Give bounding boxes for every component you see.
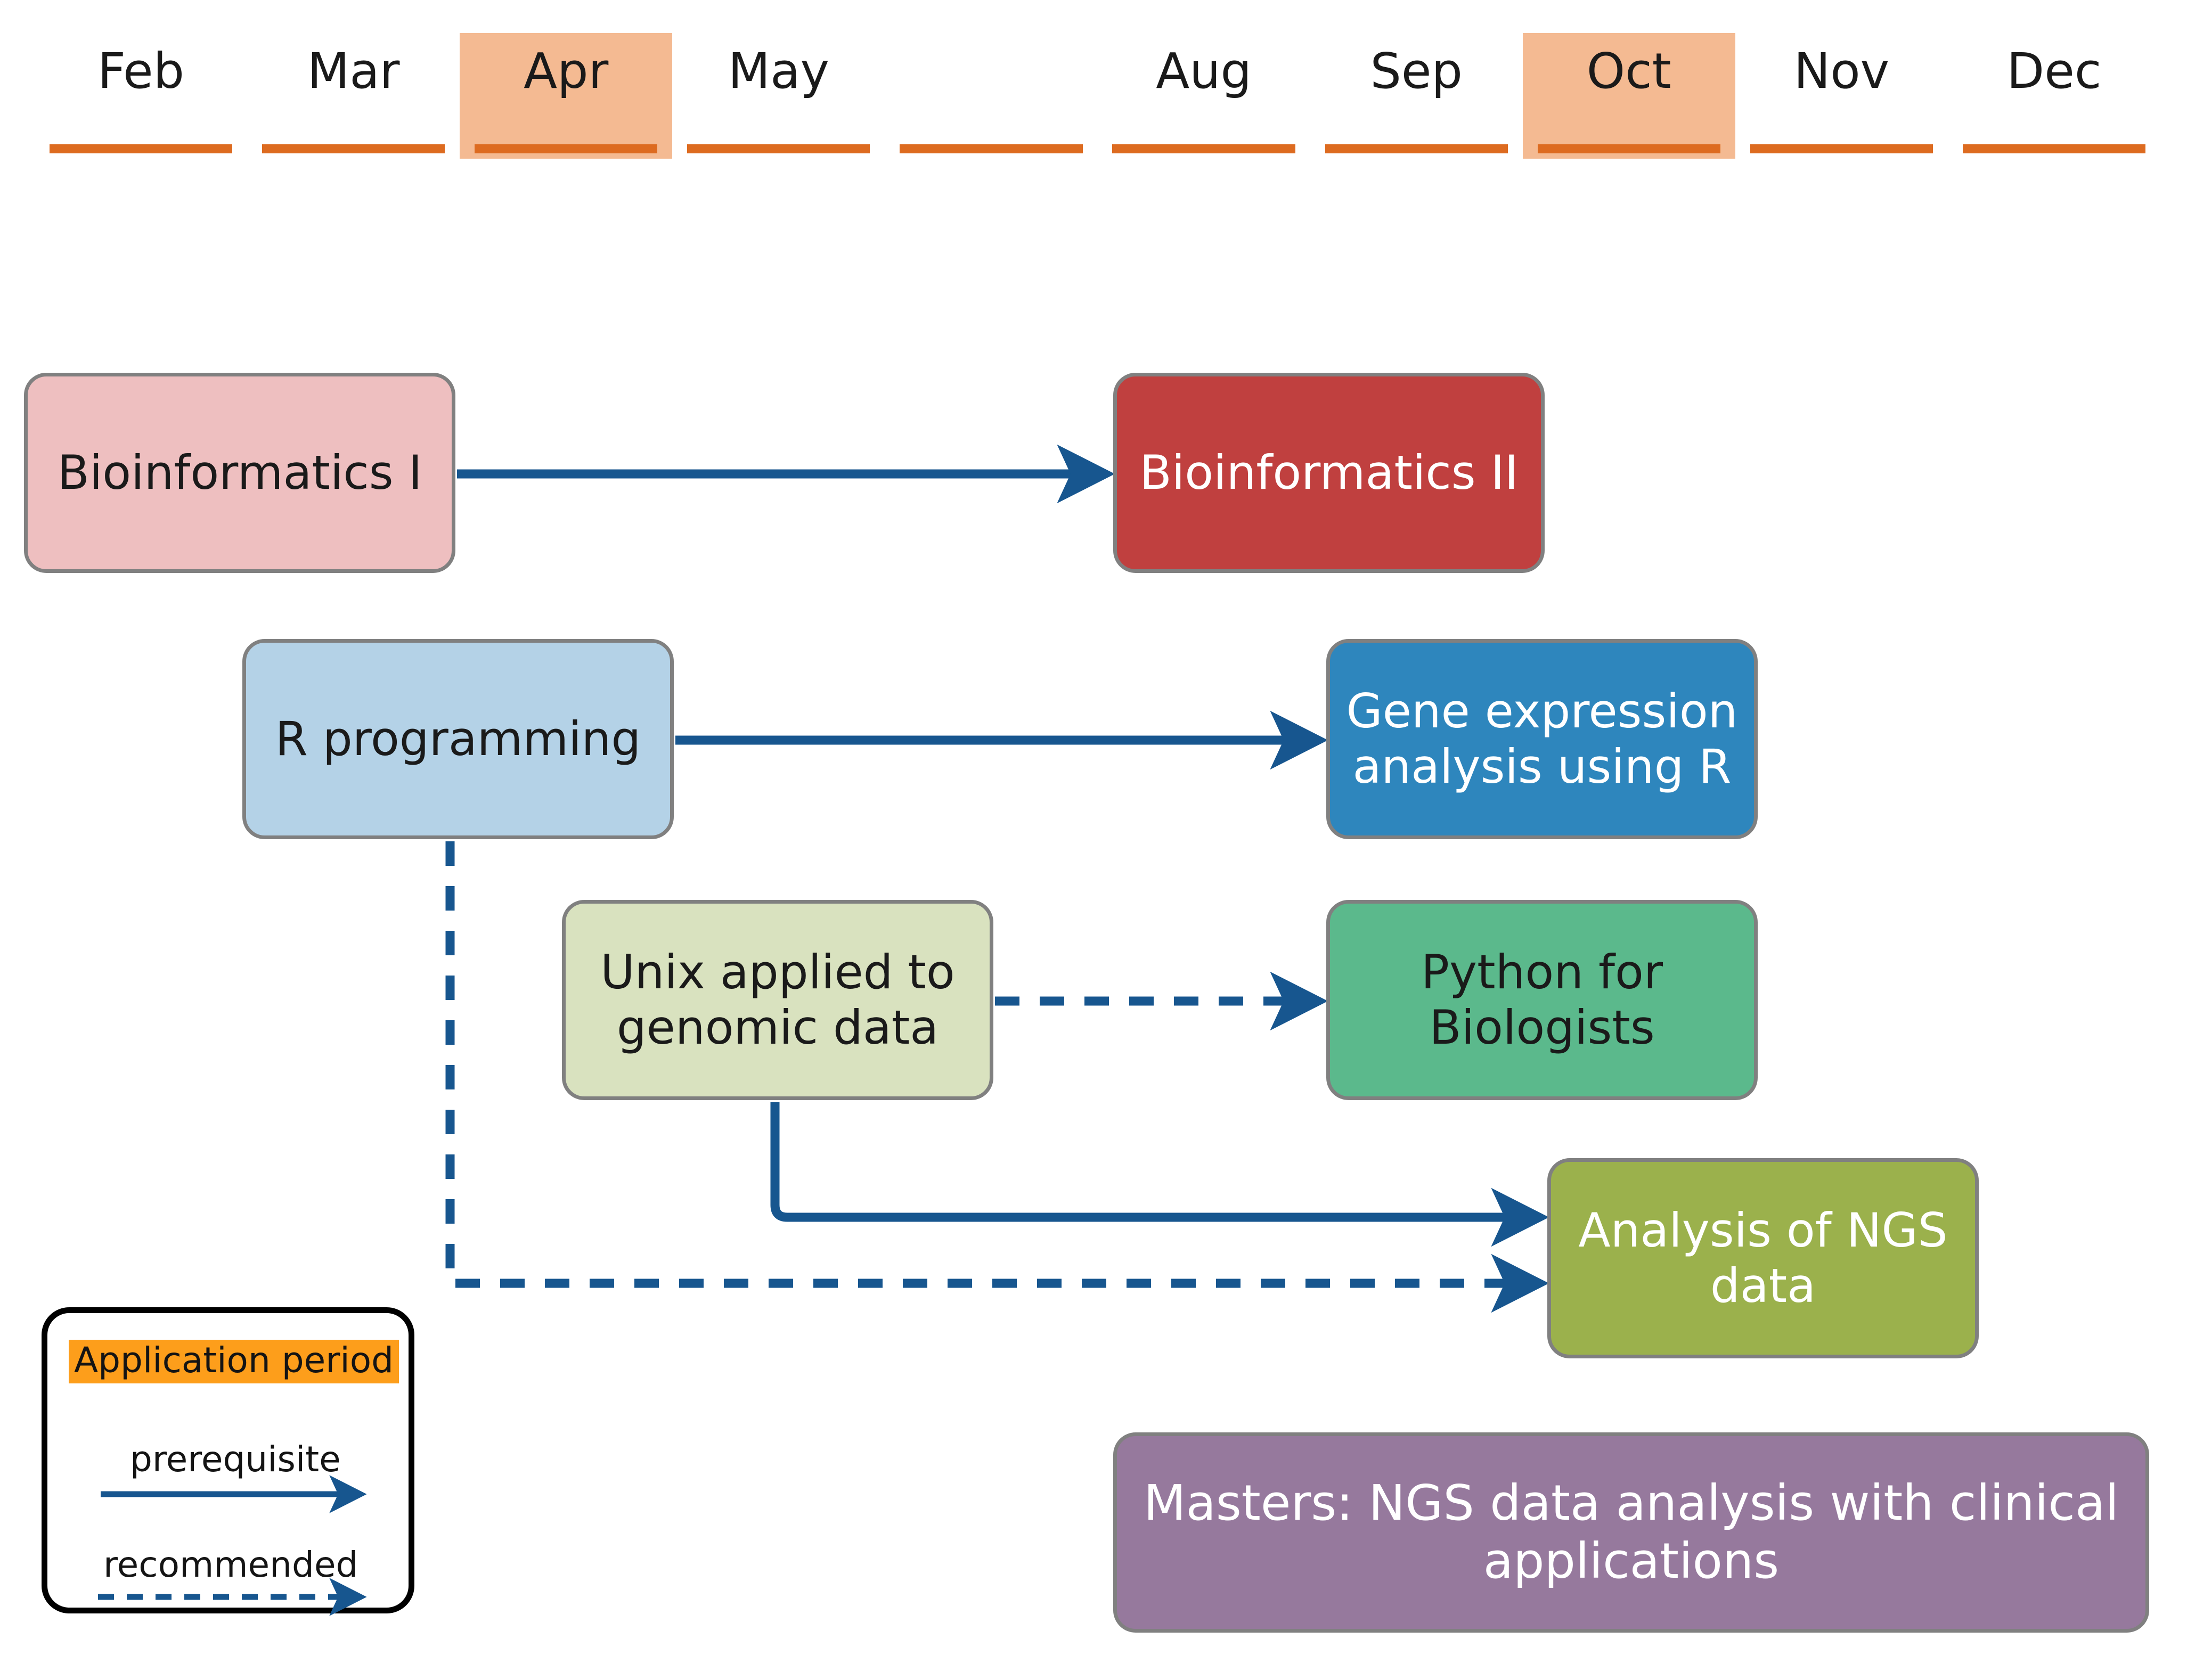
- course-label: Bioinformatics II: [1139, 445, 1519, 501]
- month-label: Mar: [307, 43, 400, 100]
- month-label: Aug: [1156, 43, 1252, 100]
- month-slot-aug[interactable]: Aug: [1098, 0, 1310, 165]
- course-box-masters-ngs-clinical[interactable]: Masters: NGS data analysis with clinical…: [1113, 1432, 2149, 1633]
- month-slot-oct[interactable]: Oct: [1522, 0, 1735, 165]
- course-box-analysis-of-ngs-data[interactable]: Analysis of NGS data: [1547, 1158, 1979, 1358]
- legend-panel: Application period prerequisite recommen…: [42, 1307, 414, 1616]
- month-bar: [1537, 144, 1720, 153]
- month-label: Nov: [1793, 43, 1890, 100]
- month-slot-dec[interactable]: Dec: [1948, 0, 2160, 165]
- course-box-unix-genomic-data[interactable]: Unix applied to genomic data: [562, 900, 993, 1100]
- month-label: Feb: [97, 43, 184, 100]
- month-label: May: [728, 43, 829, 100]
- legend-recommended-label: recommended: [103, 1544, 358, 1585]
- course-box-gene-expression-analysis[interactable]: Gene expression analysis using R: [1326, 639, 1758, 839]
- course-box-bioinformatics-2[interactable]: Bioinformatics II: [1113, 373, 1545, 573]
- month-slot-apr[interactable]: Apr: [460, 0, 673, 165]
- course-label: Gene expression analysis using R: [1346, 684, 1738, 794]
- month-bar: [900, 144, 1083, 153]
- month-slot-mar[interactable]: Mar: [247, 0, 460, 165]
- month-bar: [1112, 144, 1295, 153]
- edge-unix-to-ngs: [770, 1102, 1549, 1247]
- course-label: Analysis of NGS data: [1578, 1203, 1948, 1313]
- month-bar: [1750, 144, 1933, 153]
- month-slot-nov[interactable]: Nov: [1735, 0, 1948, 165]
- month-slot-feb[interactable]: Feb: [35, 0, 247, 165]
- legend-application-period-chip: Application period: [69, 1340, 399, 1383]
- course-box-python-for-biologists[interactable]: Python for Biologists: [1326, 900, 1758, 1100]
- legend-arrow-samples: [98, 1475, 367, 1616]
- month-bar: [1962, 144, 2146, 153]
- month-bar: [262, 144, 445, 153]
- course-box-r-programming[interactable]: R programming: [242, 639, 674, 839]
- month-bar: [49, 144, 233, 153]
- course-label: R programming: [275, 711, 641, 767]
- month-label: Apr: [524, 43, 609, 100]
- month-label: Oct: [1586, 43, 1671, 100]
- month-label: Sep: [1370, 43, 1463, 100]
- course-box-bioinformatics-1[interactable]: Bioinformatics I: [24, 373, 455, 573]
- month-bar: [687, 144, 870, 153]
- application-period-highlight: [1522, 33, 1735, 159]
- legend-prerequisite-label: prerequisite: [130, 1439, 341, 1480]
- month-bar: [1325, 144, 1508, 153]
- month-timeline: Feb Mar Apr May Aug Sep Oct Nov Dec: [0, 0, 2187, 176]
- month-bar: [475, 144, 658, 153]
- month-slot-unlabeled[interactable]: [885, 0, 1097, 165]
- course-label: Unix applied to genomic data: [600, 945, 955, 1055]
- application-period-highlight: [460, 33, 673, 159]
- course-label: Bioinformatics I: [57, 445, 422, 501]
- month-slot-may[interactable]: May: [672, 0, 885, 165]
- month-slot-sep[interactable]: Sep: [1310, 0, 1523, 165]
- course-label: Python for Biologists: [1421, 945, 1663, 1055]
- month-label: Dec: [2006, 43, 2102, 100]
- course-label: Masters: NGS data analysis with clinical…: [1144, 1474, 2119, 1589]
